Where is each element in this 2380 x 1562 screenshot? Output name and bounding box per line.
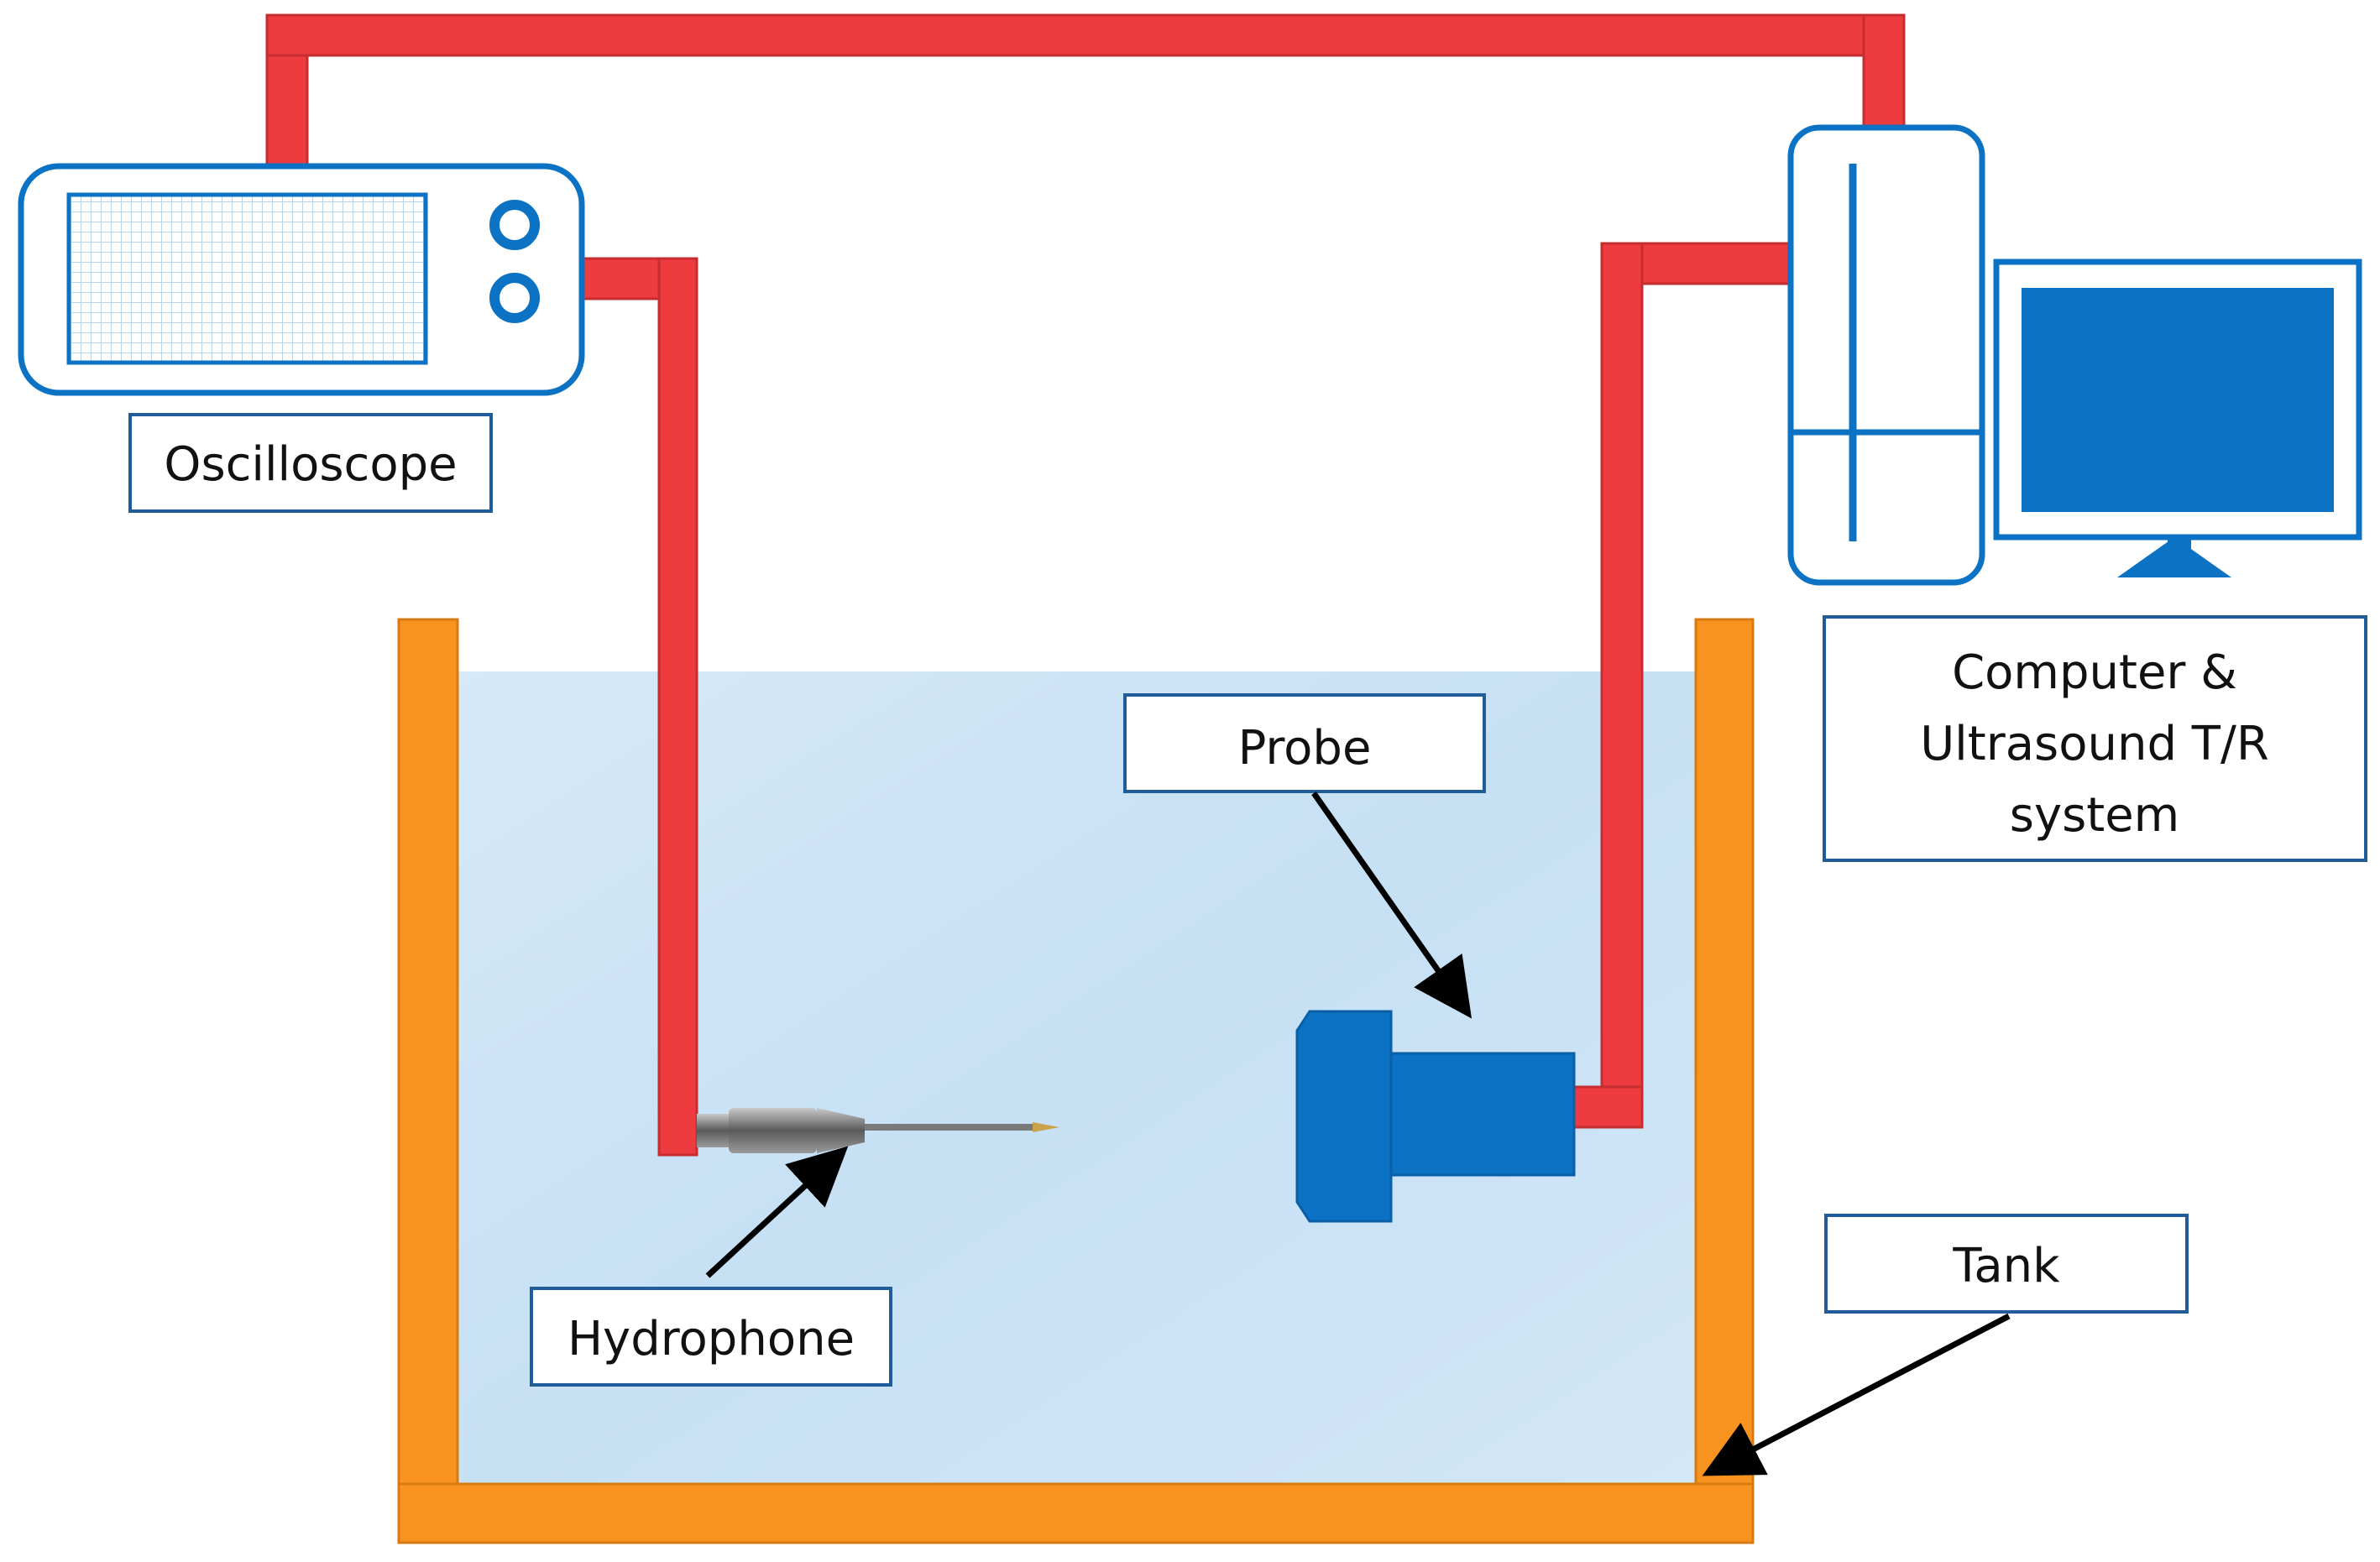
- tank: [397, 618, 1755, 1544]
- tank-label-text: Tank: [1952, 1239, 2060, 1293]
- probe-label: Probe: [1123, 693, 1486, 793]
- hydrophone-arrow: [705, 1146, 849, 1278]
- hydrophone-label: Hydrophone: [530, 1287, 892, 1387]
- oscilloscope-knob-1: [489, 200, 540, 250]
- computer-label-line-1: Computer &: [1952, 645, 2237, 700]
- probe-icon: [1295, 1010, 1576, 1223]
- tank-label: Tank: [1824, 1214, 2189, 1314]
- probe-label-text: Probe: [1238, 721, 1372, 776]
- computer-label-line-3: system: [2010, 788, 2179, 843]
- probe-arrow: [1311, 791, 1472, 1019]
- hydrophone-icon: [697, 1108, 1059, 1153]
- cables: [265, 13, 1906, 1157]
- monitor-icon: [1993, 259, 2362, 577]
- computer-tower-icon: [1787, 124, 1985, 586]
- computer-label: Computer & Ultrasound T/R system: [1823, 615, 2367, 862]
- oscilloscope-icon: [18, 163, 585, 396]
- oscilloscope-label: Oscilloscope: [128, 413, 493, 513]
- hydrophone-label-text: Hydrophone: [568, 1312, 855, 1366]
- oscilloscope-knob-2: [489, 273, 540, 323]
- oscilloscope-label-text: Oscilloscope: [164, 437, 457, 492]
- arrows: [705, 791, 2011, 1476]
- tank-arrow: [1702, 1313, 2011, 1476]
- computer-label-line-2: Ultrasound T/R: [1920, 717, 2269, 771]
